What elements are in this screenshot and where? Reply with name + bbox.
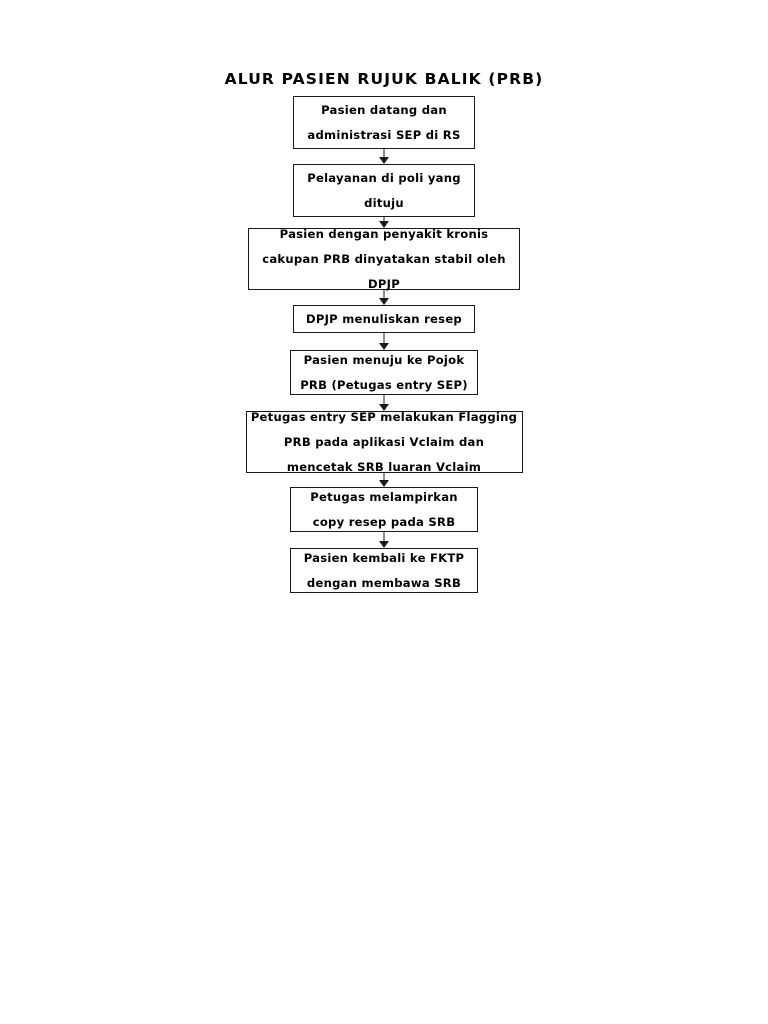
flow-node-text-line: dengan membawa SRB bbox=[306, 575, 462, 590]
flow-node-text-line: Pasien datang dan bbox=[321, 102, 447, 117]
flow-node-text-line: administrasi SEP di RS bbox=[307, 127, 461, 142]
connector-stem bbox=[382, 333, 386, 344]
flow-node-text-line: DPJP menuliskan resep bbox=[306, 311, 462, 326]
arrow-down-icon bbox=[379, 343, 389, 350]
flow-node-text-line: mencetak SRB luaran Vclaim bbox=[286, 459, 482, 474]
flow-node-text-line: cakupan PRB dinyatakan stabil oleh bbox=[262, 251, 506, 266]
connector-stem bbox=[382, 395, 386, 405]
flow-node-pasien-kembali-fktp: Pasien kembali ke FKTP dengan membawa SR… bbox=[290, 548, 478, 593]
connector-stem bbox=[382, 532, 386, 542]
flow-node-text-line: Pasien menuju ke Pojok bbox=[303, 352, 465, 367]
arrow-down-icon bbox=[379, 157, 389, 164]
page-title: ALUR PASIEN RUJUK BALIK (PRB) bbox=[224, 70, 544, 88]
flow-node-pasien-penyakit-kronis-stabil: Pasien dengan penyakit kronis cakupan PR… bbox=[248, 227, 520, 291]
flow-node-text-line: DPJP bbox=[368, 276, 400, 291]
flow-connector-arrow bbox=[377, 532, 391, 548]
flow-node-text-line: Pasien kembali ke FKTP bbox=[303, 550, 465, 565]
flow-node-text-line: Petugas melampirkan bbox=[310, 489, 458, 504]
arrow-down-icon bbox=[379, 480, 389, 487]
flow-node-pasien-datang-administrasi-sep: Pasien datang dan administrasi SEP di RS bbox=[293, 96, 475, 149]
flow-node-petugas-flagging-vclaim: Petugas entry SEP melakukan Flagging PRB… bbox=[245, 410, 523, 474]
flow-node-text-line: PRB pada aplikasi Vclaim dan bbox=[283, 434, 485, 449]
flow-connector-arrow bbox=[377, 473, 391, 487]
flow-node-pasien-menuju-pojok-prb: Pasien menuju ke Pojok PRB (Petugas entr… bbox=[290, 350, 478, 395]
flow-node-pelayanan-di-poli: Pelayanan di poli yang dituju bbox=[293, 164, 475, 217]
flow-connector-arrow bbox=[377, 290, 391, 305]
flow-node-text-line: copy resep pada SRB bbox=[312, 514, 456, 529]
flow-node-text-line: Pasien dengan penyakit kronis bbox=[279, 226, 489, 241]
flowchart-container: Pasien datang dan administrasi SEP di RS… bbox=[0, 96, 768, 593]
flow-node-dpjp-menuliskan-resep: DPJP menuliskan resep bbox=[293, 305, 475, 333]
arrow-down-icon bbox=[379, 298, 389, 305]
connector-stem bbox=[382, 473, 386, 481]
flow-connector-arrow bbox=[377, 217, 391, 228]
flow-node-petugas-melampirkan-copy-resep: Petugas melampirkan copy resep pada SRB bbox=[290, 487, 478, 532]
flow-connector-arrow bbox=[377, 395, 391, 411]
connector-stem bbox=[382, 149, 386, 158]
flow-node-text-line: dituju bbox=[364, 195, 404, 210]
flow-connector-arrow bbox=[377, 149, 391, 164]
flow-node-text-line: Petugas entry SEP melakukan Flagging bbox=[250, 409, 518, 424]
connector-stem bbox=[382, 217, 386, 222]
arrow-down-icon bbox=[379, 404, 389, 411]
flow-node-text-line: Pelayanan di poli yang bbox=[307, 170, 461, 185]
arrow-down-icon bbox=[379, 221, 389, 228]
connector-stem bbox=[382, 290, 386, 299]
flow-connector-arrow bbox=[377, 333, 391, 350]
arrow-down-icon bbox=[379, 541, 389, 548]
flow-node-text-line: PRB (Petugas entry SEP) bbox=[300, 377, 468, 392]
